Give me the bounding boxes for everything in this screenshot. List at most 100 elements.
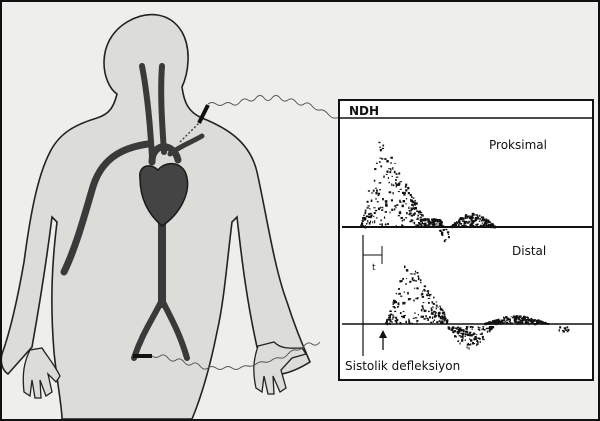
spectrum-dot (465, 216, 467, 218)
spectrum-dot (374, 212, 376, 214)
spectrum-dot (372, 221, 373, 223)
spectrum-dot (408, 298, 410, 300)
spectrum-dot (417, 217, 418, 220)
spectrum-dot (390, 311, 392, 312)
spectrum-dot (403, 311, 405, 312)
spectrum-dot (410, 199, 411, 202)
spectrum-dot (405, 189, 407, 191)
spectrum-dot (411, 209, 412, 211)
spectrum-dot (469, 332, 471, 333)
spectrum-dot (432, 317, 433, 319)
spectrum-dot (399, 200, 401, 202)
spectrum-dot (418, 275, 420, 277)
spectrum-dot (387, 321, 388, 323)
spectrum-dot (379, 147, 380, 149)
spectrum-dot (567, 329, 569, 331)
spectrum-dot (413, 318, 415, 319)
spectrum-dot (418, 222, 420, 223)
spectrum-dot (398, 288, 400, 290)
spectrum-dot (376, 198, 377, 200)
spectrum-dot (430, 294, 432, 295)
spectrum-dot (376, 217, 378, 218)
spectrum-dot (440, 230, 442, 232)
carotid-artery-left (161, 66, 164, 152)
spectrum-dot (369, 208, 370, 210)
spectrum-dot (428, 311, 430, 312)
spectrum-dot (398, 182, 400, 185)
spectrum-dot (458, 225, 459, 227)
spectrum-dot (370, 221, 371, 223)
spectrum-dot (448, 234, 449, 235)
spectrum-dot (439, 306, 441, 307)
spectrum-dot (439, 224, 442, 227)
spectrum-dot (370, 213, 372, 214)
spectrum-dot (519, 323, 521, 324)
spectrum-dot (378, 193, 380, 195)
spectrum-dot (473, 343, 475, 344)
spectrum-dot (431, 309, 433, 311)
spectrum-dot (393, 192, 394, 194)
spectrum-dot (390, 314, 392, 316)
spectrum-dot (406, 198, 407, 199)
spectrum-dot (472, 221, 474, 222)
spectrum-dot (451, 329, 453, 330)
spectrum-dot (422, 223, 424, 224)
spectrum-dot (431, 308, 432, 310)
spectrum-dot (405, 217, 407, 218)
spectrum-dot (385, 323, 387, 325)
spectrum-dot (499, 320, 501, 321)
spectrum-dot (482, 223, 484, 224)
doppler-recording-panel: t (339, 100, 593, 380)
spectrum-dot (466, 327, 467, 328)
spectrum-dot (445, 239, 447, 240)
spectrum-dot (422, 316, 424, 318)
spectrum-dot (388, 177, 389, 179)
spectrum-dot (374, 180, 376, 182)
spectrum-dot (413, 222, 414, 223)
spectrum-dot (413, 198, 415, 199)
spectrum-dot (393, 306, 394, 307)
spectrum-dot (518, 319, 521, 320)
spectrum-dot (364, 218, 366, 221)
spectrum-dot (559, 329, 560, 331)
spectrum-dot (384, 158, 386, 160)
spectrum-dot (502, 320, 504, 321)
spectrum-dot (436, 223, 437, 225)
spectrum-dot (469, 347, 470, 350)
spectrum-dot (461, 336, 463, 338)
spectrum-dot (402, 278, 404, 280)
spectrum-dot (375, 210, 377, 211)
spectrum-dot (402, 302, 404, 305)
spectrum-dot (417, 272, 419, 274)
spectrum-dot (462, 221, 465, 222)
spectrum-dot (368, 190, 370, 191)
spectrum-dot (365, 210, 367, 212)
spectrum-dot (482, 329, 483, 331)
spectrum-dot (424, 219, 426, 221)
spectrum-dot (443, 317, 445, 318)
spectrum-dot (430, 222, 432, 223)
spectrum-dot (515, 316, 516, 318)
spectrum-dot (385, 211, 387, 213)
spectrum-dot (504, 321, 505, 323)
distal-label: Distal (512, 244, 546, 258)
spectrum-dot (487, 331, 488, 333)
spectrum-dot (433, 224, 435, 226)
spectrum-dot (401, 280, 403, 281)
spectrum-dot (393, 184, 395, 186)
spectrum-dot (384, 217, 385, 219)
spectrum-dot (478, 326, 479, 328)
spectrum-dot (405, 186, 407, 188)
spectrum-dot (364, 226, 366, 228)
spectrum-dot (427, 220, 428, 221)
delay-t-label: t (372, 263, 376, 273)
spectrum-dot (465, 336, 466, 337)
spectrum-dot (406, 269, 408, 272)
spectrum-dot (482, 225, 484, 227)
spectrum-dot (442, 312, 444, 314)
spectrum-dot (374, 220, 375, 222)
spectrum-dot (437, 307, 438, 308)
spectrum-dot (438, 312, 439, 314)
spectrum-dot (400, 181, 403, 182)
spectrum-dot (379, 158, 381, 159)
